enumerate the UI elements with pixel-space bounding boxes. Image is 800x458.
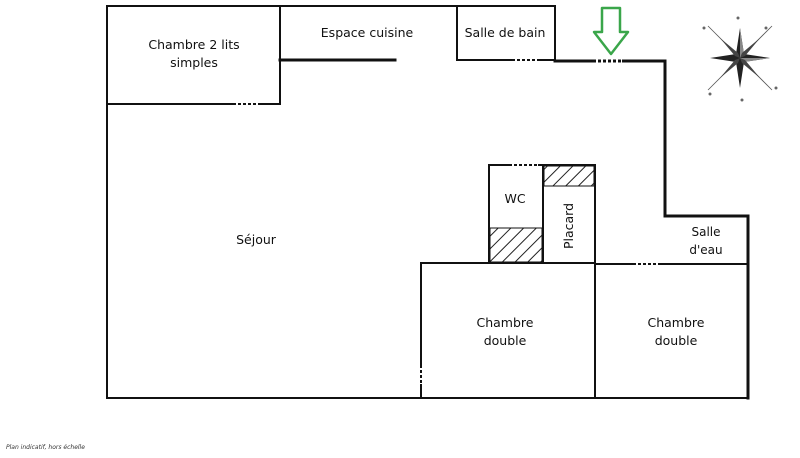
hatch-wc bbox=[489, 227, 543, 263]
label-placard: Placard bbox=[561, 203, 576, 249]
walls bbox=[106, 5, 750, 400]
label-sejour: Séjour bbox=[236, 232, 277, 247]
label-chambre-double-2-line2: double bbox=[655, 333, 698, 348]
label-chambre-2-lits-line2: simples bbox=[170, 55, 218, 70]
label-chambre-double-1-line2: double bbox=[484, 333, 527, 348]
label-salle-eau-line2: d'eau bbox=[689, 243, 722, 257]
label-salle-de-bain: Salle de bain bbox=[465, 25, 546, 40]
wall-placard bbox=[542, 164, 596, 264]
label-salle-eau-line1: Salle bbox=[691, 225, 720, 239]
footnote: Plan indicatif, hors échelle bbox=[6, 444, 85, 451]
label-chambre-double-2-line1: Chambre bbox=[648, 315, 705, 330]
label-chambre-double-1-line1: Chambre bbox=[477, 315, 534, 330]
compass-rose-icon bbox=[702, 16, 778, 102]
hatch-placard bbox=[543, 165, 595, 187]
label-espace-cuisine: Espace cuisine bbox=[321, 25, 414, 40]
arrow-down-icon bbox=[592, 6, 630, 56]
door-openings bbox=[236, 58, 660, 384]
label-chambre-2-lits-line1: Chambre 2 lits bbox=[148, 37, 239, 52]
label-wc: WC bbox=[504, 191, 525, 206]
